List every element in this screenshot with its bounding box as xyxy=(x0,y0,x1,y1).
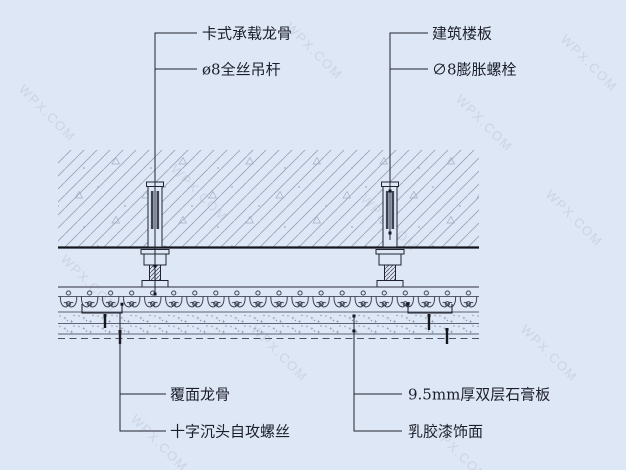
floor-slab xyxy=(58,150,479,249)
callout-labels: 卡式承载龙骨 ø8全丝吊杆 建筑楼板 ∅8膨胀螺栓 覆面龙骨 十字沉头自攻螺丝 … xyxy=(170,25,550,441)
furring-bracket-left xyxy=(81,304,123,314)
leader-top-right xyxy=(388,32,428,240)
leader-bottom-right xyxy=(352,314,402,432)
furring-bracket-right xyxy=(407,304,453,314)
carrying-channel xyxy=(58,286,479,296)
label-clip-carrying-channel: 卡式承载龙骨 xyxy=(202,25,292,43)
label-floor-slab: 建筑楼板 xyxy=(432,25,492,43)
label-paint-finish: 乳胶漆饰面 xyxy=(408,423,483,441)
slab-aggregate-speckles xyxy=(58,150,479,247)
furring-channel-row xyxy=(58,296,479,313)
leader-top-left xyxy=(153,32,197,296)
label-expansion-bolt: ∅8膨胀螺栓 xyxy=(432,61,517,79)
leader-bottom-left xyxy=(119,313,166,432)
label-furring-channel: 覆面龙骨 xyxy=(170,386,230,404)
label-hanger-rod: ø8全丝吊杆 xyxy=(202,61,281,79)
label-gypsum-board: 9.5mm厚双层石膏板 xyxy=(408,386,550,404)
label-self-tapping-screw: 十字沉头自攻螺丝 xyxy=(170,423,290,441)
gypsum-boards xyxy=(58,313,479,335)
gypsum-board-layer-2 xyxy=(58,324,479,334)
gypsum-board-layer-1 xyxy=(58,313,479,324)
screw-detail-right xyxy=(406,302,453,344)
